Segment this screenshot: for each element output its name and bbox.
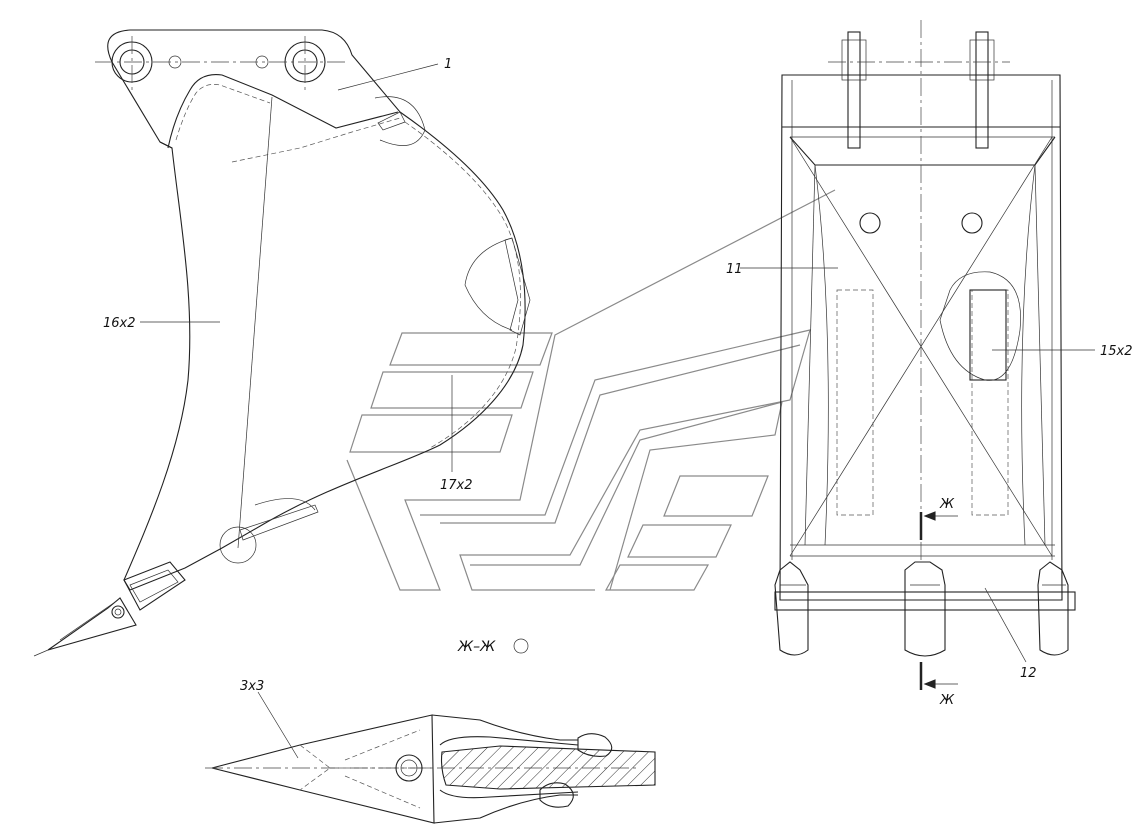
- label-part-12: 12: [1020, 666, 1037, 681]
- ripper-shank-side-view: [33, 29, 531, 657]
- section-mark-bottom: Ж: [939, 693, 955, 708]
- leader-lines: [140, 63, 1095, 759]
- label-part-3: 3x3: [240, 679, 264, 694]
- section-mark-top: Ж: [939, 497, 955, 512]
- label-part-17: 17x2: [440, 478, 473, 493]
- section-rotation-icon: [513, 638, 529, 654]
- bucket-front-view: [774, 20, 1076, 690]
- label-part-1: 1: [444, 57, 452, 72]
- tooth-section-detail: [205, 714, 656, 824]
- label-part-16: 16x2: [103, 316, 136, 331]
- section-label: Ж–Ж: [457, 639, 496, 655]
- label-part-11: 11: [726, 262, 743, 277]
- callout-labels: 1 16x2 17x2 11 15x2 12 3x3 Ж–Ж Ж Ж: [103, 57, 1133, 708]
- label-part-15: 15x2: [1100, 344, 1133, 359]
- watermark-logo: [346, 189, 836, 591]
